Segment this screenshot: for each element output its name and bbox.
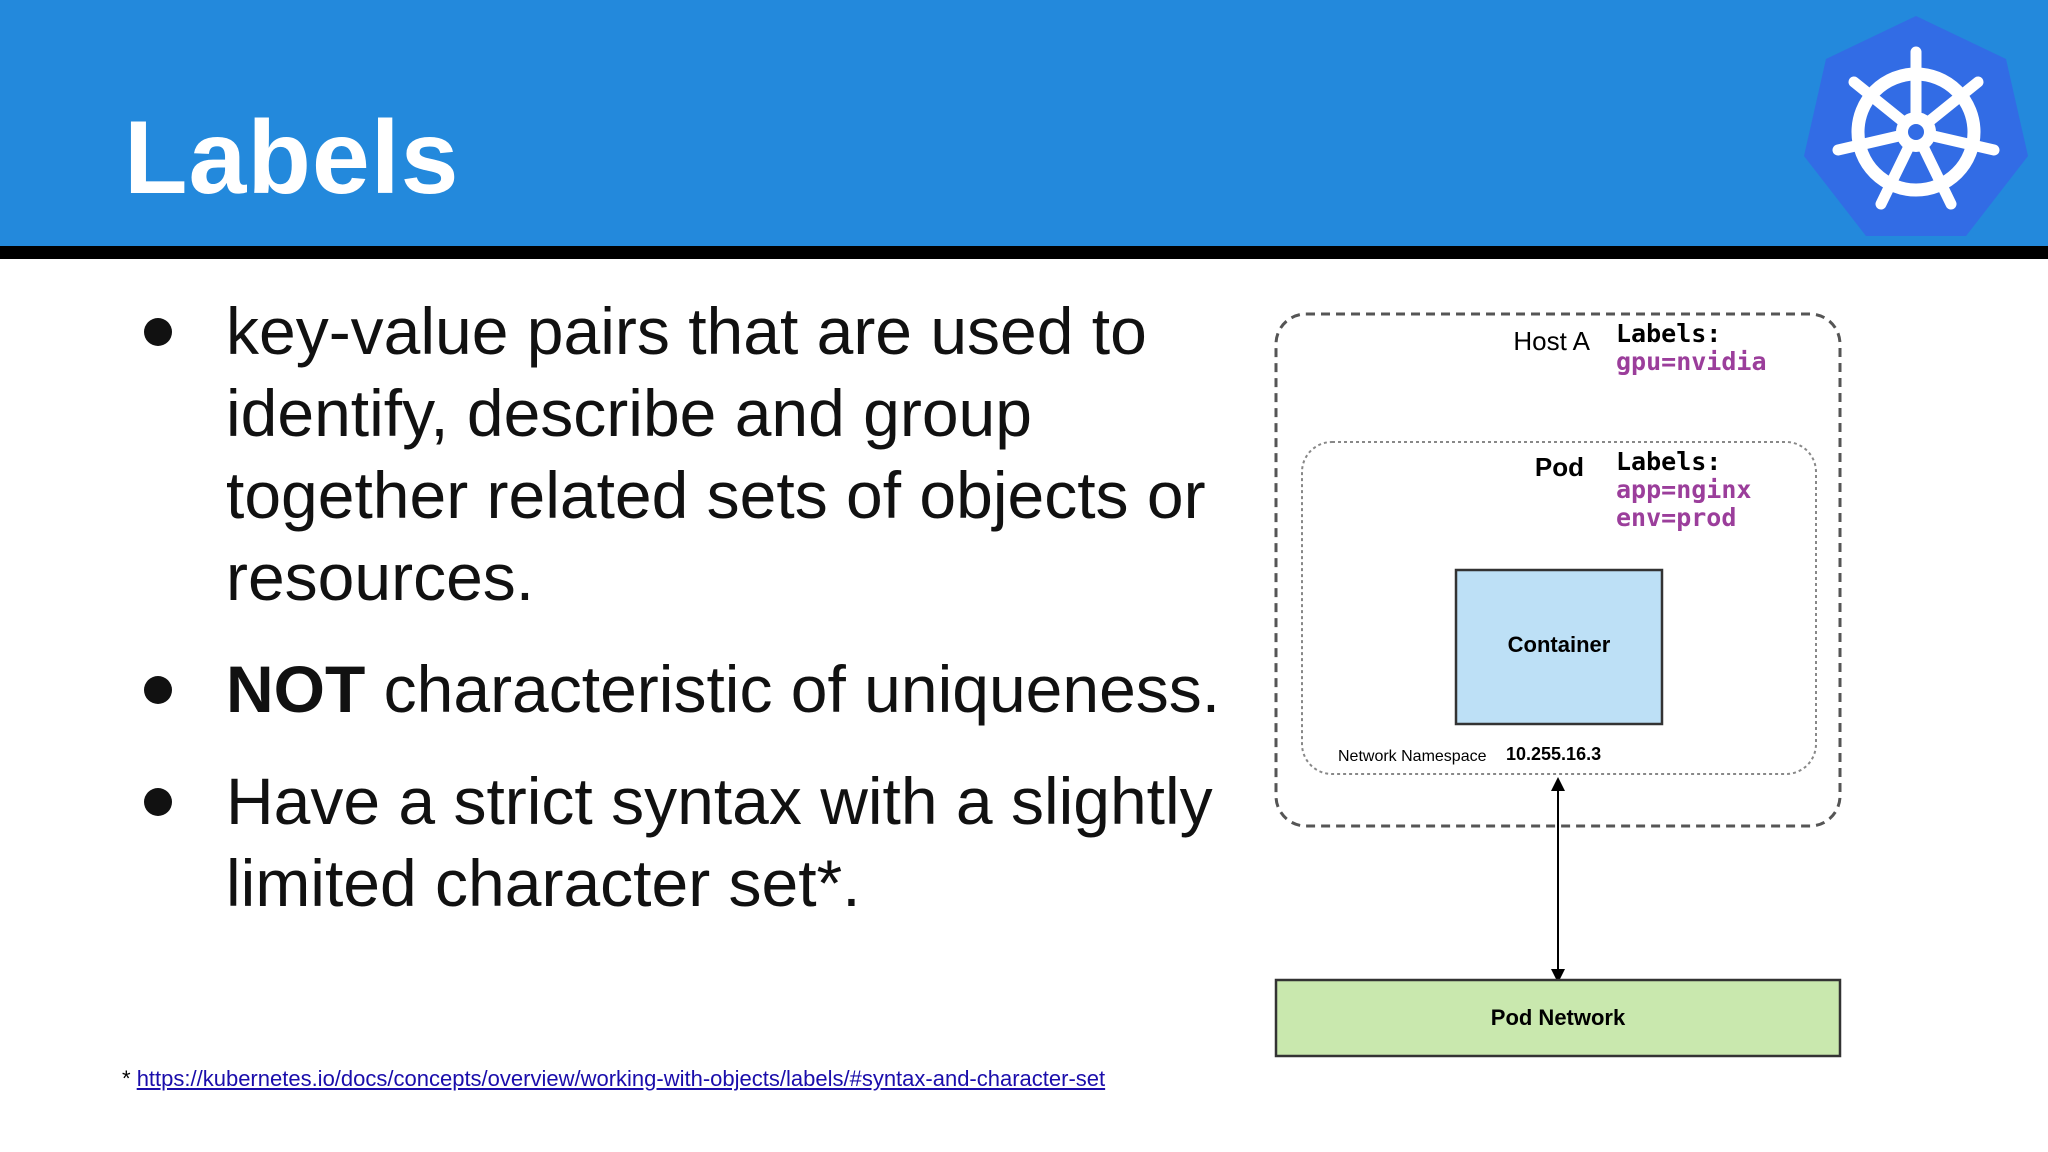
container-label: Container [1508, 632, 1611, 657]
footnote-link[interactable]: https://kubernetes.io/docs/concepts/over… [136, 1066, 1106, 1091]
kubernetes-logo-icon [1804, 16, 2028, 236]
host-label: gpu=nvidia [1616, 347, 1767, 376]
host-labels-title: Labels: [1616, 319, 1721, 348]
bullet-dot [144, 318, 172, 346]
bullet-text: key-value pairs that are used to identif… [226, 294, 1206, 614]
namespace-label: Network Namespace [1338, 748, 1487, 765]
bullet-dot [144, 676, 172, 704]
bullet-text: characteristic of uniqueness. [365, 652, 1221, 726]
bullet-list: key-value pairs that are used to identif… [140, 290, 1260, 954]
pod-diagram: Host A Labels: gpu=nvidia Pod Labels: ap… [1274, 312, 1842, 1058]
container-box [1454, 568, 1664, 726]
namespace-ip: 10.255.16.3 [1506, 744, 1601, 764]
bullet-item: key-value pairs that are used to identif… [140, 290, 1260, 618]
pod-labels-title: Labels: [1616, 447, 1721, 476]
header-divider [0, 246, 2048, 259]
bullet-dot [144, 788, 172, 816]
pod-network-box [1274, 978, 1842, 1058]
pod-label: env=prod [1616, 503, 1736, 532]
footnote: * https://kubernetes.io/docs/concepts/ov… [122, 1066, 1105, 1092]
bullet-item: NOT characteristic of uniqueness. [140, 648, 1260, 730]
footnote-marker: * [122, 1066, 137, 1091]
pod-network-label: Pod Network [1491, 1005, 1626, 1030]
pod-box [1301, 441, 1817, 775]
bullet-text: Have a strict syntax with a slightly lim… [226, 764, 1213, 920]
host-name: Host A [1513, 326, 1590, 356]
pod-name: Pod [1535, 452, 1584, 482]
pod-label: app=nginx [1616, 475, 1751, 504]
slide-title: Labels [124, 100, 460, 216]
bullet-item: Have a strict syntax with a slightly lim… [140, 760, 1260, 924]
bullet-bold: NOT [226, 652, 366, 726]
slide-header [0, 0, 2048, 246]
